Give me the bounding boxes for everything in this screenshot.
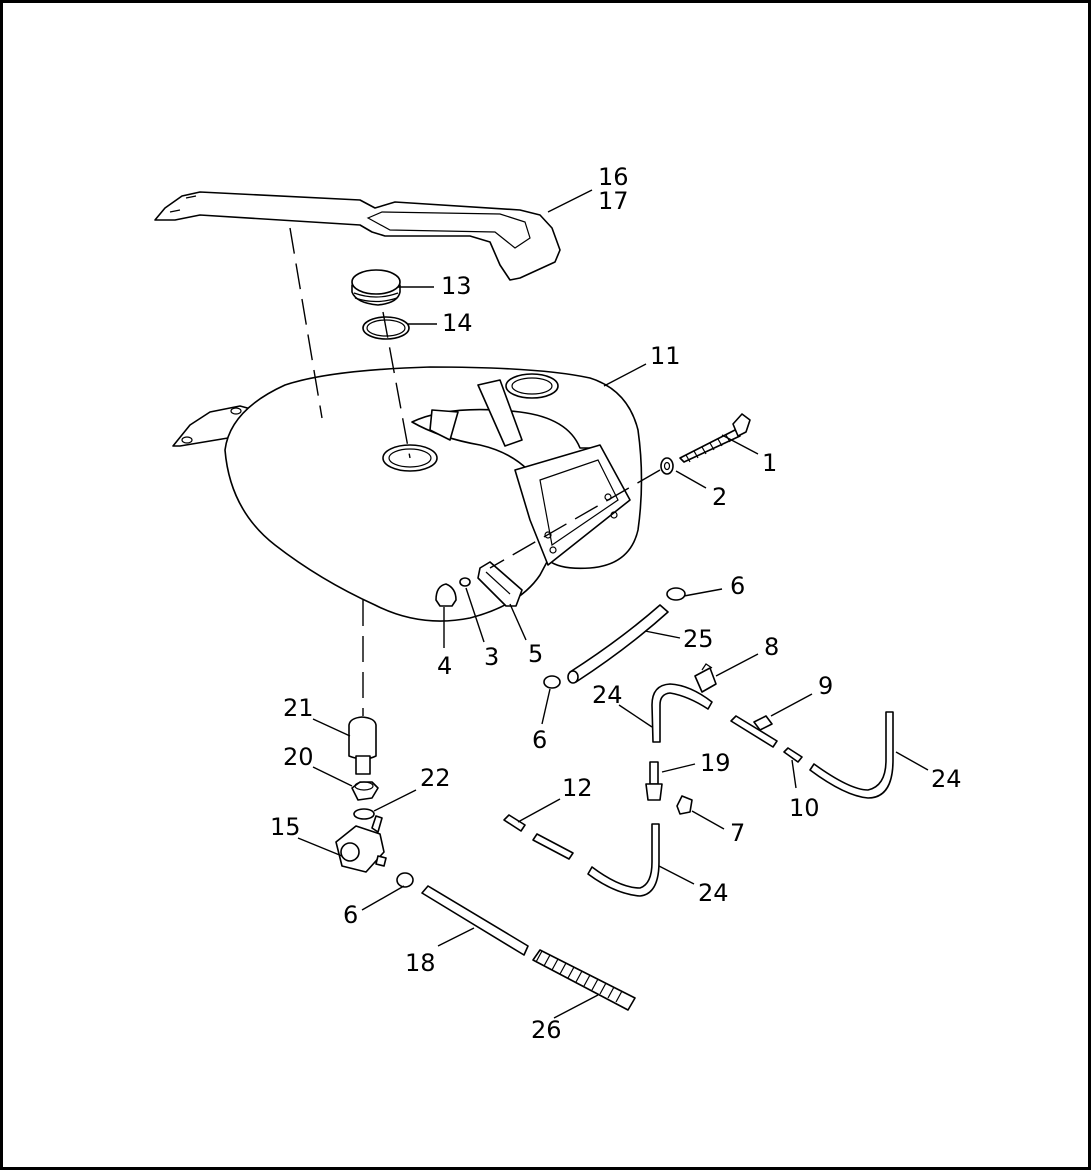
fuel-petcock-part xyxy=(335,815,387,873)
callout-label: 20 xyxy=(283,743,314,771)
callout-label: 26 xyxy=(531,1016,562,1044)
callout-label: 6 xyxy=(532,726,547,754)
hose-clamp-part xyxy=(543,675,561,689)
callout-label: 21 xyxy=(283,694,314,722)
hose-clip-part xyxy=(676,795,693,815)
mount-bolt-part xyxy=(679,413,751,463)
callout-label: 10 xyxy=(789,794,820,822)
petcock-gasket-part xyxy=(353,808,375,820)
callout-label: 18 xyxy=(405,949,436,977)
callout-label: 12 xyxy=(562,774,593,802)
petcock-nut-part xyxy=(351,781,379,801)
mount-washer-part xyxy=(660,457,674,475)
vapor-valve-part xyxy=(645,761,663,801)
alignment-line xyxy=(382,311,411,459)
callout-label: 6 xyxy=(730,572,745,600)
rubber-mount-part xyxy=(477,561,523,607)
filler-cap-part xyxy=(351,269,401,306)
vent-hose-part xyxy=(567,604,669,684)
vent-hose-part xyxy=(809,711,894,799)
console-strap-part xyxy=(154,191,561,281)
vent-hose-part xyxy=(587,823,660,897)
callout-label: 17 xyxy=(598,187,629,215)
hose-clamp-part xyxy=(396,872,414,888)
callout-label: 14 xyxy=(442,309,473,337)
callout-label: 16 xyxy=(598,163,629,191)
callout-label: 19 xyxy=(700,749,731,777)
callout-label: 1 xyxy=(762,449,777,477)
callout-label: 6 xyxy=(343,901,358,929)
fuel-hose-part xyxy=(421,885,529,956)
callout-label: 25 xyxy=(683,625,714,653)
check-valve-part xyxy=(783,747,803,763)
vent-hose-part xyxy=(532,833,574,860)
fuel-strainer-part xyxy=(348,716,377,775)
hose-clamp-part xyxy=(666,587,686,601)
alignment-line xyxy=(489,469,661,569)
callout-label: 4 xyxy=(437,652,452,680)
t-fitting-part xyxy=(503,814,526,832)
lock-washer-part xyxy=(459,577,471,587)
leader-lines xyxy=(297,189,929,1019)
callout-label: 22 xyxy=(420,764,451,792)
callout-label: 24 xyxy=(592,681,623,709)
callout-label: 24 xyxy=(931,765,962,793)
vent-valve-part xyxy=(730,715,778,748)
callout-label: 24 xyxy=(698,879,729,907)
acorn-nut-part xyxy=(435,583,457,607)
heat-sleeve-part xyxy=(532,949,636,1011)
callout-label: 8 xyxy=(764,633,779,661)
callout-label: 2 xyxy=(712,483,727,511)
callout-label: 11 xyxy=(650,342,681,370)
callout-label: 9 xyxy=(818,672,833,700)
callout-label: 13 xyxy=(441,272,472,300)
callout-label: 5 xyxy=(528,640,543,668)
alignment-line xyxy=(289,227,323,419)
hose-connector-part xyxy=(694,663,717,693)
callout-label: 7 xyxy=(730,819,745,847)
callout-label: 15 xyxy=(270,813,301,841)
vent-hose-part xyxy=(651,683,713,743)
fuel-tank-part xyxy=(172,366,643,622)
callout-label: 3 xyxy=(484,643,499,671)
